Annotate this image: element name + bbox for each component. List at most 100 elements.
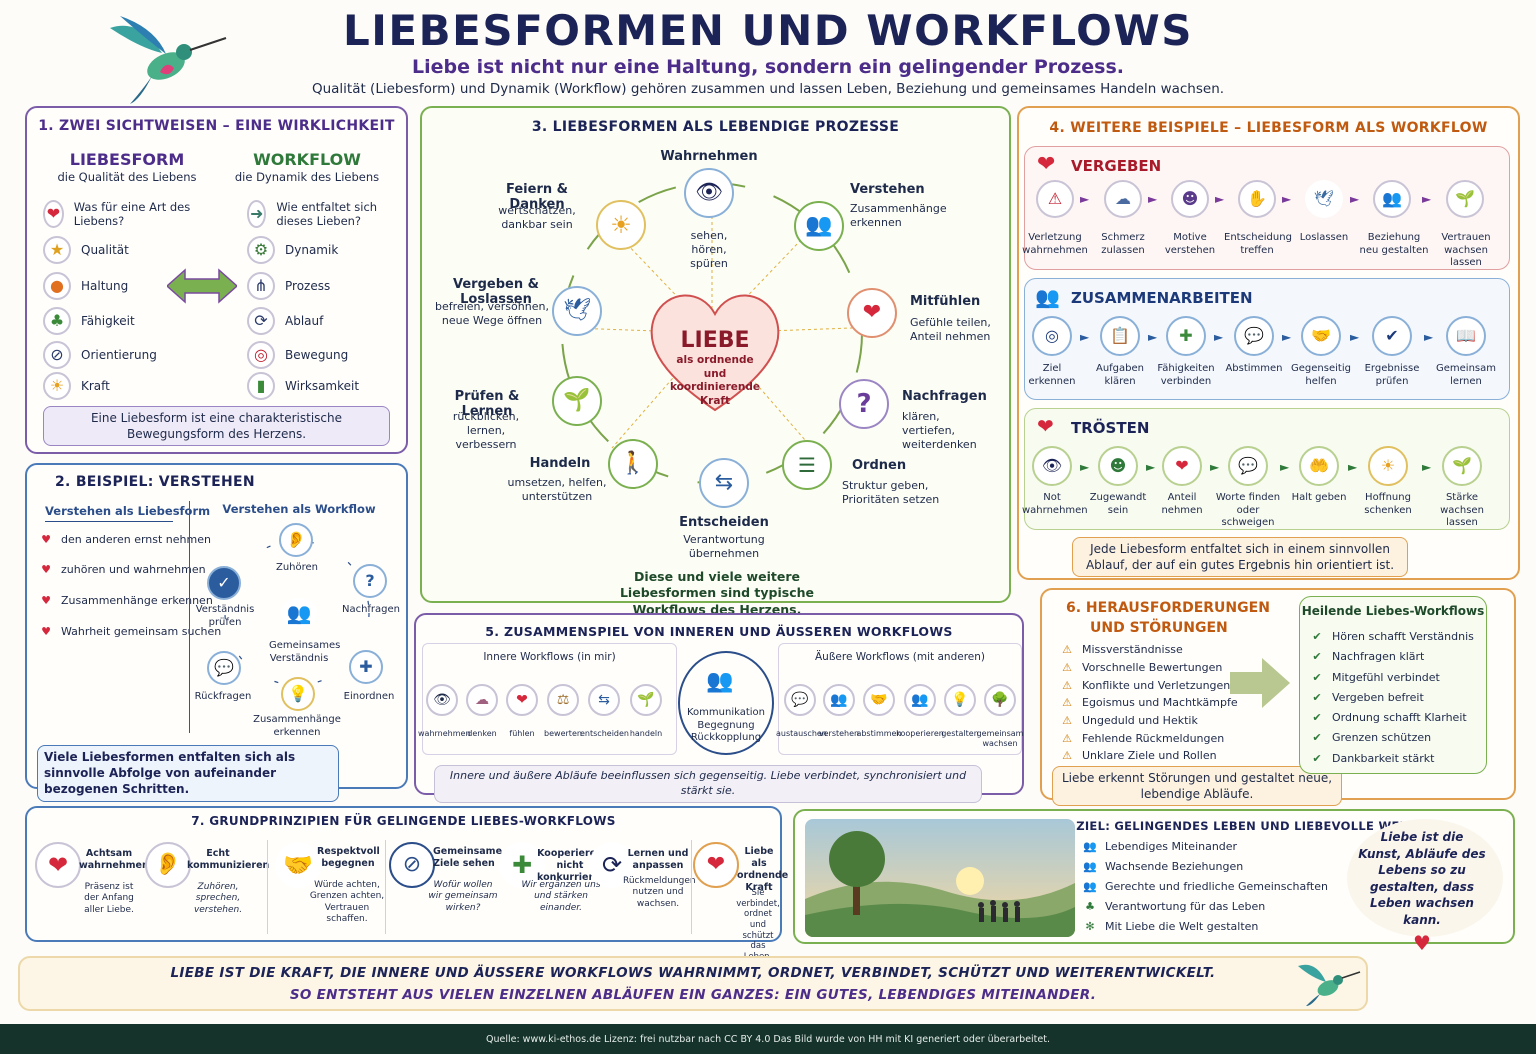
principle-desc: Präsenz ist der Anfang aller Liebe. — [84, 882, 134, 915]
step-label: Abstimmen — [1225, 363, 1283, 374]
ear-icon: 👂 — [145, 842, 191, 888]
section-beispiel-verstehen: 2. BEISPIEL: VERSTEHEN Verstehen als Lie… — [25, 463, 408, 802]
heart-icon: ❤ — [1162, 446, 1202, 486]
eye-icon: 👁 — [426, 684, 458, 716]
book-icon: 📖 — [1446, 316, 1486, 356]
step-label: Motive verstehen — [1164, 232, 1216, 256]
rain-cloud-icon: ☁ — [1104, 180, 1142, 218]
inner-label: wahrnehmen — [418, 729, 471, 738]
landscape-image — [805, 819, 1075, 937]
cycle-label: Einordnen — [343, 691, 395, 702]
workflow-item: ▮Wirksamkeit — [247, 372, 359, 400]
seedling-icon: 🌱 — [552, 376, 602, 426]
node-desc: Gefühle teilen, Anteil nehmen — [910, 316, 991, 343]
inner-label: entscheiden — [580, 729, 629, 738]
principle-head: Echt kommunizieren — [187, 848, 270, 871]
puzzle-icon: ✚ — [349, 650, 383, 684]
page-subtitle: Liebe ist nicht nur eine Haltung, sonder… — [412, 56, 1124, 78]
principle-head: Kooperieren nicht konkurrieren — [537, 848, 607, 883]
check-icon: ✓ — [207, 566, 241, 600]
step-label: Gegenseitig helfen — [1291, 363, 1351, 387]
section-zwei-sichtweisen: 1. ZWEI SICHTWEISEN – EINE WIRKLICHKEIT … — [25, 106, 408, 454]
liebesform-head: Verstehen als Liebesform — [45, 504, 211, 518]
hummingbird-icon — [100, 8, 230, 108]
target-icon: ◎ — [247, 341, 275, 369]
speech-bubble-icon: 💬 — [207, 651, 241, 685]
people-icon: 👥 — [1035, 285, 1060, 309]
step-label: Halt geben — [1291, 492, 1347, 503]
liebesform-head: LIEBESFORM — [69, 150, 185, 169]
step-label: Schmerz zulassen — [1101, 232, 1145, 256]
warning-icon: ⚠ — [1036, 180, 1074, 218]
inner-label: handeln — [629, 729, 663, 738]
divider — [189, 501, 190, 733]
handshake-icon: 🤝 — [863, 684, 895, 716]
workflow-item: ⋔Prozess — [247, 272, 330, 300]
divider — [385, 840, 386, 934]
clipboard-icon: 📋 — [1100, 316, 1140, 356]
list-icon: ☰ — [782, 440, 832, 490]
inner-label: bewerten — [544, 729, 582, 738]
list-item: ✻Mit Liebe die Welt gestalten — [1085, 920, 1259, 933]
list-item: ✔Dankbarkeit stärkt — [1312, 752, 1435, 765]
node-title: Verstehen — [850, 182, 925, 197]
list-item: ⚠Ungeduld und Hektik — [1062, 714, 1198, 727]
section-footer: Diese und viele weitere Liebesformen sin… — [619, 569, 815, 617]
arrow-icon: ► — [1080, 330, 1090, 344]
principle-head: Liebe als ordnende Kraft — [737, 846, 789, 893]
love-title: LIEBE — [680, 328, 750, 353]
cycle-icon: ⟳ — [247, 307, 275, 335]
node-desc: umsetzen, helfen, unterstützen — [507, 476, 607, 503]
list-item: ♥den anderen ernst nehmen — [41, 533, 211, 546]
list-item: 👥Lebendiges Miteinander — [1083, 840, 1238, 853]
question-icon: ? — [353, 564, 387, 598]
step-label: Verletzung wahrnehmen — [1022, 232, 1088, 256]
outer-label: verstehen — [818, 729, 860, 738]
tree-icon: 🌳 — [984, 684, 1016, 716]
section-title: 3. LIEBESFORMEN ALS LEBENDIGE PROZESSE — [531, 119, 900, 135]
arrow-icon: ► — [1280, 460, 1290, 474]
person-heart-icon: ☻ — [1098, 446, 1138, 486]
liebesform-item: ★Qualität — [43, 236, 129, 264]
hand-icon: ✋ — [1238, 180, 1276, 218]
ear-icon: 👂 — [279, 523, 313, 557]
handshake-icon: 🤝 — [1301, 316, 1341, 356]
arrow-icon: ► — [1422, 192, 1432, 206]
quote: Liebe ist die Kunst, Abläufe des Lebens … — [1358, 830, 1486, 927]
list-item: ⚠Konflikte und Verletzungen — [1062, 679, 1231, 692]
speech-bubble-icon: 💬 — [1228, 446, 1268, 486]
group-title: VERGEBEN — [1071, 157, 1162, 175]
liebesform-item: ☀Kraft — [43, 372, 110, 400]
step-label: Zugewandt sein — [1089, 492, 1147, 516]
list-item: ✔Mitgefühl verbindet — [1312, 671, 1440, 684]
outer-head: Äußere Workflows (mit anderen) — [814, 651, 986, 663]
walking-person-icon: 🚶 — [608, 439, 658, 489]
arrow-icon: ► — [1146, 460, 1156, 474]
section-grundprinzipien: 7. GRUNDPRINZIPIEN FÜR GELINGENDE LIEBES… — [25, 806, 789, 962]
node-desc: Zusammenhänge erkennen — [850, 202, 947, 229]
node-title: Mitfühlen — [910, 294, 981, 309]
outer-label: gestalten — [941, 729, 979, 738]
workflow-item: ⟳Ablauf — [247, 307, 323, 335]
principle-desc: Wir ergänzen uns und stärken einander. — [521, 880, 601, 913]
double-arrow-icon — [165, 268, 239, 308]
heart-icon: ❤ — [35, 842, 81, 888]
liebesform-item: ❤Was für eine Art des Liebens? — [43, 200, 193, 228]
arrow-icon: ► — [1148, 192, 1158, 206]
step-label: Not wahrnehmen — [1022, 492, 1088, 516]
group-icon: 👥 — [904, 684, 936, 716]
inner-label: fühlen — [509, 729, 535, 738]
page-title: LIEBESFORMEN UND WORKFLOWS — [343, 6, 1193, 55]
cycle-label: Zusammenhänge erkennen — [253, 714, 341, 738]
outer-label: abstimmen — [856, 729, 902, 738]
list-item: ✔Grenzen schützen — [1312, 731, 1432, 744]
people-icon: 👥 — [706, 669, 734, 694]
cycle-label: Zuhören — [275, 562, 319, 573]
node-desc: rückblicken, lernen, verbessern — [452, 410, 520, 451]
cycle-label: Nachfragen — [341, 604, 401, 615]
section-note: Viele Liebesformen entfalten sich als si… — [37, 745, 339, 802]
node-title: Prüfen & Lernen — [454, 389, 520, 419]
cycle-icon: ⟳ — [589, 842, 635, 888]
principle-desc: Wofür wollen wir gemeinsam wirken? — [428, 880, 498, 913]
workflow-item: ⚙Dynamik — [247, 236, 338, 264]
